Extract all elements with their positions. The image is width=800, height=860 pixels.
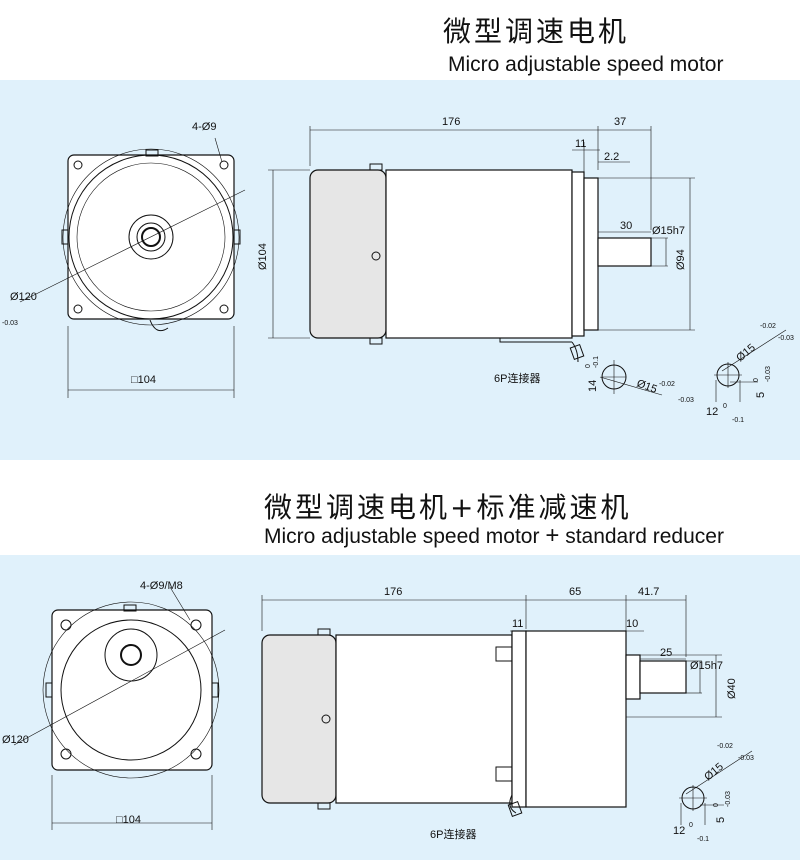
s2-len-41-7: 41.7 [638, 586, 659, 598]
s1-holes-label: 4-Ø9 [192, 121, 216, 133]
s1-r-d15-tol-b: -0.03 [778, 335, 794, 342]
s1-key-14-tol-a: 0 [585, 364, 592, 368]
s1-r-d15-tol-a: -0.02 [760, 323, 776, 330]
s2-r-d15-tol-b: -0.03 [738, 755, 754, 762]
s1-fan-cover [309, 169, 387, 339]
s1-len-2-2: 2.2 [604, 151, 619, 163]
s2-len-11: 11 [512, 618, 523, 630]
section2-title-en-plus: + [545, 522, 560, 549]
s2-mount-circle [42, 601, 220, 779]
s1-r-5-tol-a: 0 [753, 378, 760, 382]
section2-title-en-a: Micro adjustable speed motor [264, 525, 540, 548]
s2-len-10: 10 [626, 618, 638, 630]
section2-drawing-panel: 4-Ø9/M8 Ø120 □104 176 65 41.7 11 [0, 555, 800, 860]
s1-motor-body [385, 169, 573, 339]
s2-gearbox [525, 630, 627, 808]
s2-circle-label: Ø120 [2, 734, 29, 746]
s2-connector-cable [509, 794, 517, 814]
s2-r-5-tol-a: 0 [713, 803, 720, 807]
s2-len-25: 25 [660, 647, 672, 659]
s2-flange-label: Ø40 [726, 678, 738, 699]
s1-key-d15-tol-a: -0.02 [659, 381, 675, 388]
section2-drawing: 4-Ø9/M8 Ø120 □104 176 65 41.7 11 [2, 580, 754, 843]
s1-shaft-label: Ø15h7 [652, 225, 685, 237]
s2-housing-circle [60, 619, 202, 761]
s1-boss [128, 214, 174, 260]
s2-gearbox-collar [625, 654, 641, 700]
s2-shaft-label: Ø15h7 [690, 660, 723, 672]
s1-flange-label: Ø94 [675, 249, 687, 270]
s1-r-5: 5 [755, 392, 767, 398]
s1-key-d15-tol-b: -0.03 [678, 397, 694, 404]
section1-title-cn: 微型调速电机 [443, 15, 630, 48]
s1-hole-br [219, 304, 229, 314]
s1-key-14-tol-b: -0.1 [593, 356, 600, 368]
s2-motor-body [335, 634, 513, 804]
s2-flange-square [51, 609, 213, 771]
s2-holes-label: 4-Ø9/M8 [140, 580, 183, 592]
s1-r-12: 12 [706, 406, 718, 418]
s1-len-176: 176 [442, 116, 460, 128]
s1-side-view [268, 126, 695, 363]
s1-front-view [19, 137, 246, 398]
s2-len-176: 176 [384, 586, 402, 598]
section2-title-cn: 微型调速电机+标准减速机 [264, 491, 632, 524]
section1-drawing: 4-Ø9 Ø120 -0.03 □104 176 37 11 [2, 116, 794, 424]
s1-dia-leader [19, 189, 246, 303]
s2-dia-leader [13, 629, 226, 746]
s1-r-12-tol-b: -0.1 [732, 417, 744, 424]
section1-drawing-panel: 4-Ø9 Ø120 -0.03 □104 176 37 11 [0, 80, 800, 460]
s1-housing-circle [68, 154, 234, 320]
s1-connector-label: 6P连接器 [494, 372, 540, 385]
s2-len-65: 65 [569, 586, 581, 598]
s1-len-37: 37 [614, 116, 626, 128]
s1-key-detail [599, 360, 663, 396]
s2-hole-tl [60, 619, 72, 631]
s2-square-label: □104 [116, 814, 141, 826]
s2-flange-plate [511, 630, 527, 808]
s2-shaft-end [120, 644, 142, 666]
s2-screw [321, 714, 331, 724]
s2-fan-cover [261, 634, 337, 804]
s2-hole-tr [190, 619, 202, 631]
s2-r-12-tol-a: 0 [689, 822, 693, 829]
s2-key-detail [679, 750, 753, 825]
s2-front-view [13, 586, 226, 830]
s1-cable [149, 319, 169, 332]
s1-mount-circle [62, 148, 240, 326]
s1-key-detail-right [714, 329, 787, 402]
section1-title-en: Micro adjustable speed motor [448, 53, 724, 76]
s2-hole-br [190, 748, 202, 760]
s1-flange-collar [583, 177, 599, 331]
section2-title-en: Micro adjustable speed motor + standard … [264, 522, 724, 550]
s1-screw [371, 251, 381, 261]
s1-r-12-tol-a: 0 [723, 403, 727, 410]
s1-hole-tl [73, 160, 83, 170]
s2-r-5-tol-b: -0.03 [725, 791, 732, 807]
s2-side-view [261, 595, 722, 817]
s1-key-14: 14 [587, 380, 599, 392]
s2-r-12-tol-b: -0.1 [697, 836, 709, 843]
s2-r-12: 12 [673, 825, 685, 837]
s2-output-shaft [639, 660, 687, 694]
s1-flange-plate [571, 171, 585, 337]
s1-circle-tol: -0.03 [2, 320, 18, 327]
s1-hole-tr [219, 160, 229, 170]
s1-output-shaft [597, 237, 652, 267]
s1-connector-cable [571, 341, 579, 363]
s2-r-d15: Ø15 [702, 761, 726, 784]
s1-len-30: 30 [620, 220, 632, 232]
s2-hole-bl [60, 748, 72, 760]
s2-r-d15-tol-a: -0.02 [717, 743, 733, 750]
s2-connector-label: 6P连接器 [430, 828, 476, 841]
section2-title-en-b: standard reducer [565, 525, 724, 548]
s2-r-5: 5 [715, 817, 727, 823]
s1-r-5-tol-b: -0.03 [765, 366, 772, 382]
s1-height-label: Ø104 [257, 243, 269, 270]
s1-len-11: 11 [575, 138, 586, 150]
s1-square-label: □104 [131, 374, 156, 386]
s1-circle-label: Ø120 [10, 291, 37, 303]
s1-hole-bl [73, 304, 83, 314]
s1-key-d15: Ø15 [635, 378, 659, 396]
